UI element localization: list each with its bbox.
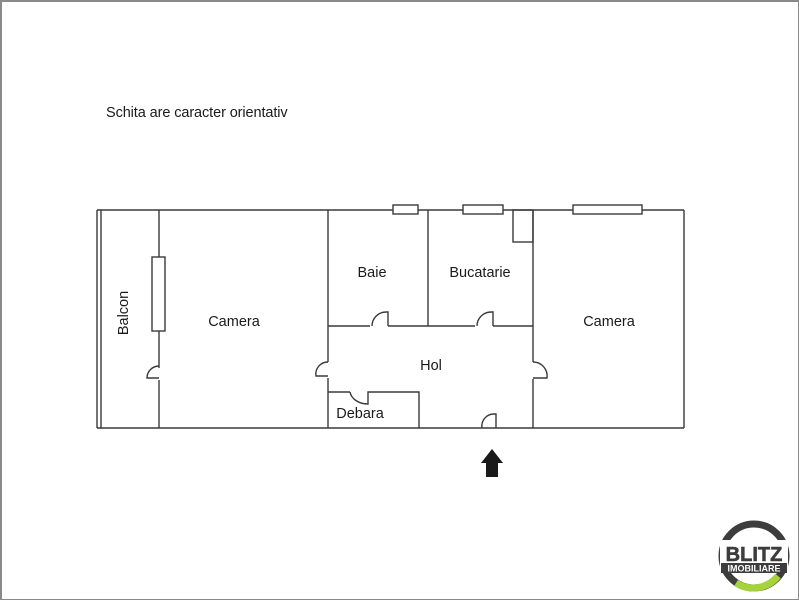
logo-text-blitz: BLITZ: [726, 544, 783, 566]
door-bucatarie-icon: [476, 311, 494, 327]
window-balcony-icon: [151, 256, 166, 332]
door-camera-right-icon: [532, 361, 548, 379]
door-baie-icon: [371, 311, 389, 327]
disclaimer-note: Schita are caracter orientativ: [106, 105, 288, 121]
room-label-hol: Hol: [420, 358, 442, 374]
room-label-camera-left: Camera: [208, 314, 261, 330]
room-label-baie: Baie: [357, 265, 386, 281]
room-label-balcon: Balcon: [116, 291, 132, 335]
door-balcony-icon: [146, 365, 160, 379]
door-debara-icon: [349, 391, 420, 428]
room-label-camera-right: Camera: [583, 314, 636, 330]
blitz-logo: BLITZ IMOBILIARE: [718, 520, 790, 592]
kitchen-duct-icon: [512, 209, 534, 243]
window-bucatarie-icon: [462, 204, 504, 215]
door-camera-left-icon: [315, 361, 329, 377]
window-camera-right-icon: [572, 204, 643, 215]
logo-text-imobiliare: IMOBILIARE: [728, 564, 781, 574]
door-entrance-icon: [481, 413, 497, 429]
window-baie-icon: [392, 204, 419, 215]
room-label-bucatarie: Bucatarie: [449, 265, 510, 281]
room-label-debara: Debara: [336, 406, 384, 422]
arrow-up-icon: [481, 449, 503, 477]
